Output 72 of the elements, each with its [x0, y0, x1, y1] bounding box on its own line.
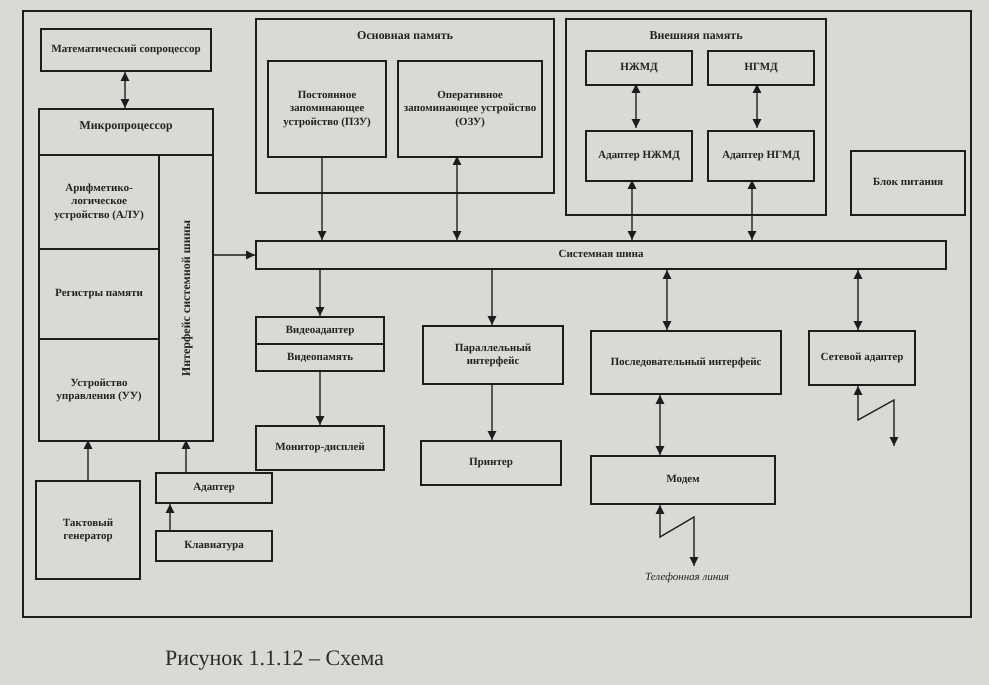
block-label: Сетевой адаптер — [820, 351, 904, 365]
block-label: Устройство управления (УУ) — [55, 376, 143, 404]
arrow — [166, 504, 174, 530]
block-box — [267, 60, 387, 158]
block-label: Микропроцессор — [79, 118, 173, 132]
block-label: Основная память — [357, 28, 453, 42]
block-box — [585, 130, 693, 182]
arrow — [318, 156, 326, 240]
block-box — [420, 440, 562, 486]
block-label: Адаптер НЖМД — [598, 149, 680, 163]
arrow — [84, 440, 92, 480]
arrow — [316, 372, 324, 425]
block-label: НЖМД — [620, 61, 658, 75]
block-box — [707, 130, 815, 182]
figure-caption: Рисунок 1.1.12 – Схема — [165, 645, 384, 671]
arrow — [748, 180, 756, 240]
block-label: Математический сопроцессор — [51, 43, 201, 57]
block-label: Принтер — [469, 456, 513, 470]
block-label: Интерфейс системной шины — [178, 220, 194, 376]
block-label: Адаптер — [193, 481, 235, 495]
group-box — [38, 108, 214, 442]
arrow — [212, 250, 255, 260]
arrow — [854, 270, 862, 330]
block-label: Монитор-дисплей — [275, 441, 365, 455]
block-label: Внешняя память — [649, 28, 743, 42]
block-label: НГМД — [744, 61, 778, 75]
block-label: Видеопамять — [286, 350, 354, 364]
block-box — [155, 472, 273, 504]
block-label: Постоянное запоминающее устройство (ПЗУ) — [282, 89, 372, 129]
arrow — [752, 84, 762, 128]
block-box — [255, 316, 385, 345]
block-label: Системная шина — [558, 248, 644, 262]
block-box — [850, 150, 966, 216]
block-label: Тактовый генератор — [62, 516, 114, 544]
block-box — [707, 50, 815, 86]
block-label: Арифметико-логическое устройство (АЛУ) — [53, 182, 145, 222]
block-box — [155, 530, 273, 562]
arrow — [488, 385, 496, 440]
block-box — [40, 28, 212, 72]
block-label: Последовательный интерфейс — [610, 356, 762, 370]
block-box — [590, 330, 782, 395]
arrow — [316, 270, 324, 316]
zigzag-arrow — [656, 505, 698, 566]
block-box — [255, 425, 385, 471]
block-label: Адаптер НГМД — [722, 149, 800, 163]
block-label: Параллельный интерфейс — [454, 342, 532, 368]
arrow — [488, 270, 496, 325]
block-box — [422, 325, 564, 385]
block-label: Блок питания — [872, 176, 944, 190]
block-box — [585, 50, 693, 86]
arrow — [656, 395, 664, 455]
zigzag-arrow — [854, 386, 898, 446]
block-box — [255, 240, 947, 270]
block-label: Оперативное запоминающее устройство (ОЗУ) — [403, 89, 537, 129]
block-box — [35, 480, 141, 580]
block-box — [590, 455, 776, 505]
arrow — [120, 72, 130, 108]
group-box — [565, 18, 827, 216]
block-box — [255, 343, 385, 372]
arrow — [662, 270, 672, 330]
group-box — [255, 18, 555, 194]
block-box — [808, 330, 916, 386]
block-label: Модем — [666, 473, 700, 487]
block-label: Регистры памяти — [55, 287, 143, 301]
arrow — [452, 156, 462, 240]
arrow — [182, 440, 190, 472]
block-label: Клавиатура — [184, 539, 244, 553]
arrow — [632, 84, 640, 128]
block-label: Видеоадаптер — [286, 324, 354, 338]
block-box — [397, 60, 543, 158]
line-label: Телефонная линия — [645, 571, 729, 585]
arrow — [628, 180, 636, 240]
